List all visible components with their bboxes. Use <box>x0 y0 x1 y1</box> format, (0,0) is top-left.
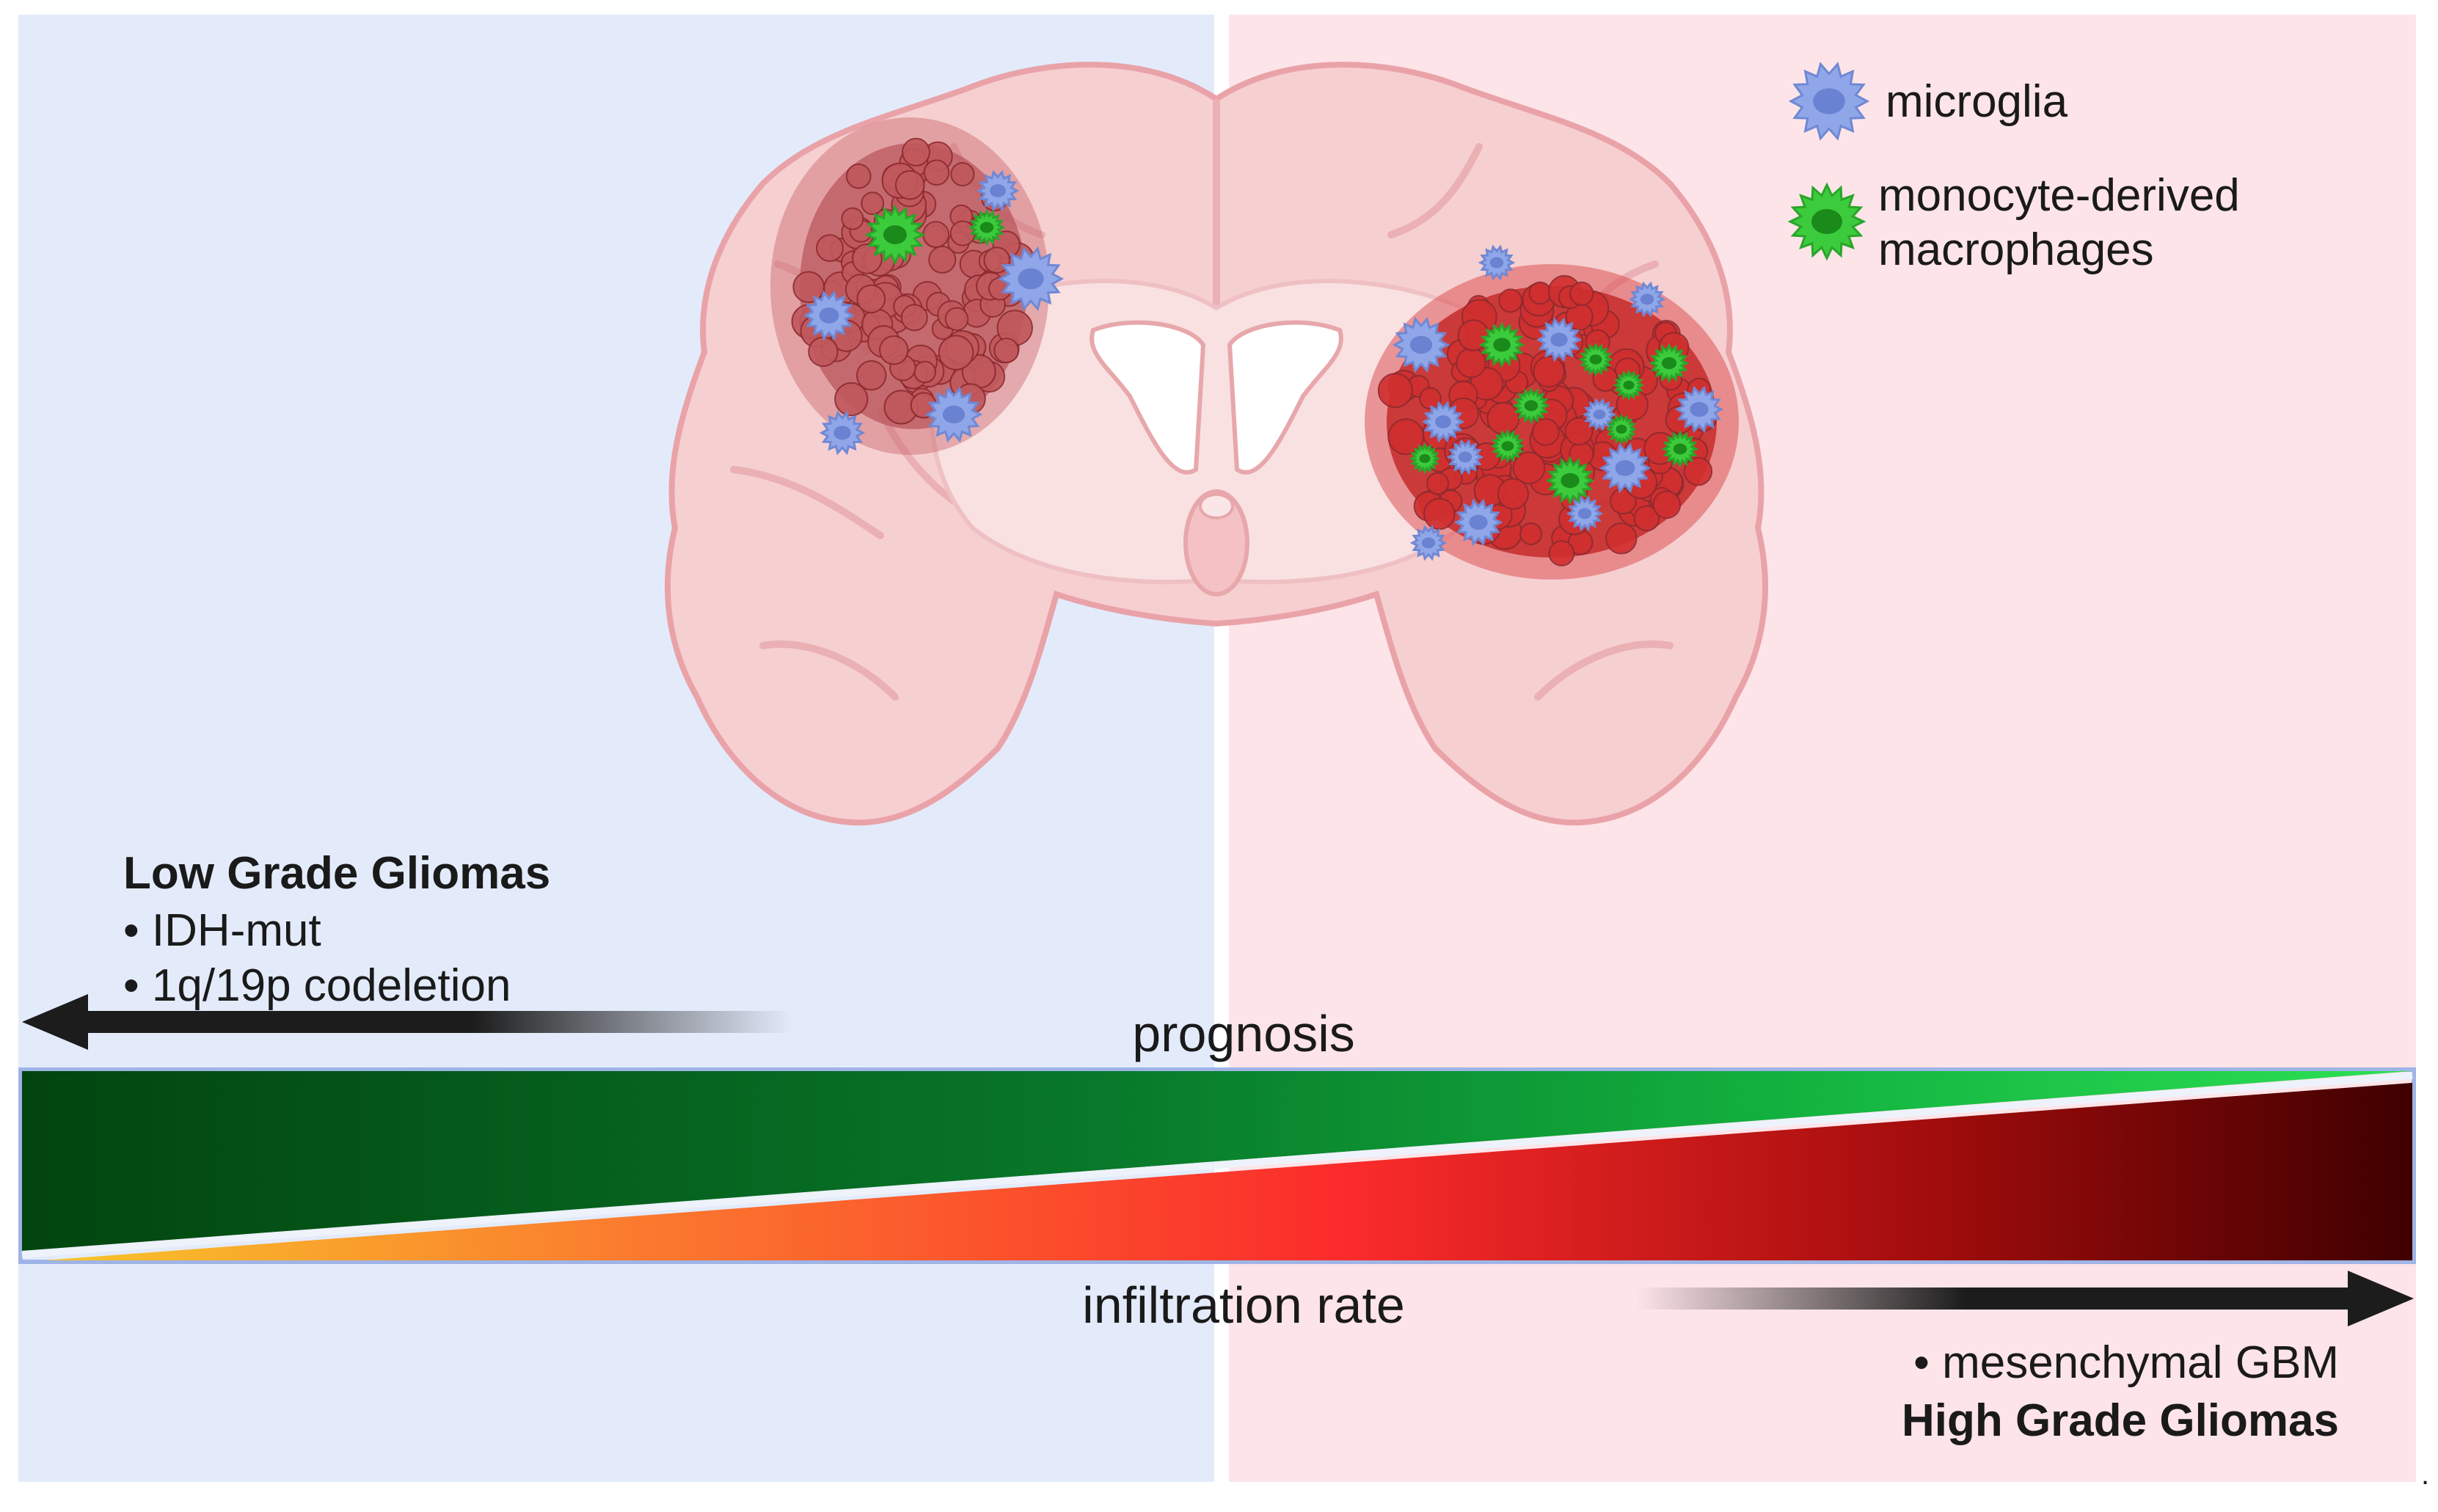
macrophage-cell <box>1490 428 1525 464</box>
macrophage-cell <box>1545 456 1595 505</box>
low-grade-bullet-codeletion: • 1q/19p codeletion <box>123 960 511 1011</box>
microglia-cell <box>1628 281 1666 318</box>
macrophage-icon-shape <box>1787 182 1866 261</box>
low-grade-tumor <box>770 117 1049 455</box>
microglia-cell <box>1582 398 1617 431</box>
macrophage-cell <box>864 204 926 266</box>
tumor-cell <box>922 221 949 249</box>
microglia-cell <box>1421 401 1465 443</box>
high-grade-title: High Grade Gliomas <box>1901 1395 2339 1446</box>
lateral-ventricle-left <box>1090 320 1206 475</box>
macrophage-cell <box>1613 369 1645 401</box>
tumor-cell <box>1531 418 1560 446</box>
tumor-cell <box>856 360 887 391</box>
microglia-cell <box>976 169 1020 212</box>
tumor-cell <box>1652 490 1682 519</box>
legend-microglia-label: microglia <box>1886 76 2068 127</box>
tumor-cell <box>846 163 872 189</box>
gradient-bar <box>18 1067 2416 1264</box>
microglia-cell <box>1674 385 1724 434</box>
tumor-cell <box>879 335 909 365</box>
tumor-cell <box>1569 281 1594 306</box>
macrophage-cell <box>1649 343 1690 384</box>
tumor-cell <box>1512 451 1546 485</box>
macrophage-cell <box>1512 387 1550 425</box>
tumor-cell <box>1528 281 1552 305</box>
tumor-cell <box>913 360 936 384</box>
macrophage-cell <box>1605 413 1638 445</box>
tumor-cell <box>1564 417 1594 446</box>
low-grade-title: Low Grade Gliomas <box>123 848 551 899</box>
tumor-cell <box>900 304 928 332</box>
tumor-cell <box>841 207 864 230</box>
tumor-cell <box>1498 288 1523 313</box>
infiltration-rate-label: infiltration rate <box>1082 1277 1405 1334</box>
macrophage-cell <box>1578 342 1613 377</box>
tumor-cell <box>1569 441 1594 467</box>
prognosis-label: prognosis <box>1132 1005 1355 1062</box>
tumor-cell <box>808 336 839 368</box>
tumor-cell <box>938 335 974 370</box>
microglia-cell <box>1446 439 1484 475</box>
tumor-cell <box>1519 522 1543 546</box>
legend-macrophage-label-line1: monocyte-derived <box>1878 170 2240 221</box>
trailing-mark: . <box>2421 1458 2430 1491</box>
tumor-cell <box>1633 505 1660 532</box>
tumor-cell <box>1533 355 1565 388</box>
tumor-cell <box>1683 456 1713 486</box>
low-grade-arrow <box>22 994 792 1050</box>
macrophage-icon <box>1787 182 1866 261</box>
microglia-cell <box>1536 317 1583 362</box>
lateral-ventricle-right <box>1227 320 1343 475</box>
tumor-cell <box>923 159 950 186</box>
tumor-cell <box>834 382 869 417</box>
tumor-cell <box>816 234 844 263</box>
tumor-cell <box>950 162 975 186</box>
tumor-cell <box>792 271 825 304</box>
high-grade-arrow <box>1636 1271 2414 1326</box>
tumor-cell <box>895 169 925 200</box>
tumor-cell <box>1377 373 1413 409</box>
microglia-cell <box>803 290 855 341</box>
microglia-cell <box>1409 525 1448 561</box>
microglia-cell <box>1392 316 1450 373</box>
tumor-cell <box>1426 472 1450 495</box>
tumor-cell <box>1486 401 1520 435</box>
tumor-cell <box>1548 540 1575 567</box>
microglia-cell <box>1566 495 1604 532</box>
macrophage-cell <box>1409 442 1441 475</box>
tumor-cell <box>902 137 930 167</box>
tumor-cell <box>856 284 886 314</box>
microglia-cell <box>819 410 866 456</box>
tumor-cell <box>1605 522 1638 555</box>
tumor-cell <box>1423 497 1456 530</box>
macrophage-cell <box>1661 430 1699 468</box>
high-grade-bullet-mesenchymal: • mesenchymal GBM <box>1913 1337 2339 1388</box>
tumor-cell <box>852 243 883 274</box>
tumor-cell <box>993 337 1020 364</box>
legend-macrophage-label-line2: macrophages <box>1878 224 2154 275</box>
low-grade-bullet-idh: • IDH-mut <box>123 905 321 956</box>
tumor-cell <box>944 307 969 332</box>
tumor-cell <box>1387 418 1425 456</box>
tumor-cell <box>928 245 957 274</box>
microglia-cell <box>924 386 983 443</box>
microglia-cell <box>997 246 1065 311</box>
microglia-icon <box>1788 62 1870 141</box>
microglia-icon-shape <box>1788 62 1870 141</box>
high-grade-tumor <box>1365 264 1739 580</box>
tumor-cell <box>1419 387 1442 410</box>
microglia-cell <box>1599 442 1652 494</box>
macrophage-cell <box>968 208 1006 246</box>
microglia-cell <box>1478 244 1516 281</box>
macrophage-cell <box>1478 321 1525 368</box>
microglia-cell <box>1453 498 1503 547</box>
legend <box>1787 62 1870 261</box>
tumor-cell <box>861 191 885 216</box>
infiltration-wedge <box>44 1083 2412 1260</box>
tumor-cell <box>1497 478 1529 510</box>
